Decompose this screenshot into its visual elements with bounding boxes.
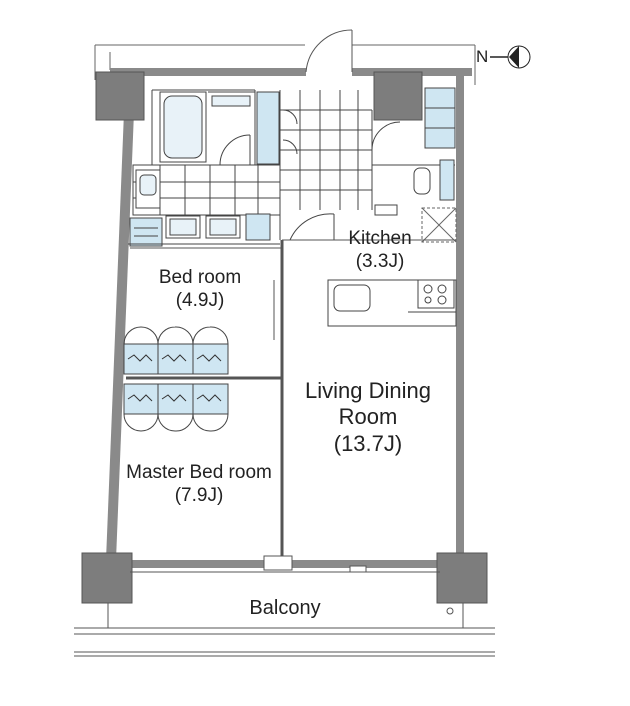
label-master-bedroom: Master Bed room (7.9J) <box>120 462 278 508</box>
balcony <box>74 603 495 657</box>
toilet-room <box>371 87 456 216</box>
bedroom-size: (4.9J) <box>175 289 225 311</box>
fridge-space <box>421 207 457 243</box>
compass-label: N <box>476 47 489 66</box>
kitchen-size: (3.3J) <box>355 250 405 272</box>
upper-ledge <box>94 44 476 85</box>
label-bedroom: Bed room (4.9J) <box>130 267 270 313</box>
entry-door <box>305 29 353 73</box>
north-arrow-icon <box>490 45 531 69</box>
label-living-dining: Living Dining Room (13.7J) <box>288 378 448 457</box>
bedroom-name: Bed room <box>158 267 242 288</box>
living-name-line1: Living Dining <box>305 378 431 403</box>
balcony-windows <box>130 555 440 573</box>
hallway <box>256 90 372 241</box>
bathroom <box>151 89 256 166</box>
living-name-line2: Room <box>338 404 398 430</box>
label-balcony: Balcony <box>220 596 350 620</box>
master-name: Master Bed room <box>126 462 272 483</box>
kitchen-name: Kitchen <box>348 228 412 249</box>
living-size: (13.7J) <box>333 430 403 456</box>
master-size: (7.9J) <box>174 484 224 506</box>
interior-walls <box>126 239 456 556</box>
compass: N <box>476 37 532 77</box>
balcony-name: Balcony <box>249 597 321 619</box>
label-kitchen: Kitchen (3.3J) <box>330 228 430 274</box>
kitchen-counter <box>327 279 457 327</box>
columns <box>81 71 488 604</box>
washroom <box>128 164 281 247</box>
closets <box>123 326 229 432</box>
